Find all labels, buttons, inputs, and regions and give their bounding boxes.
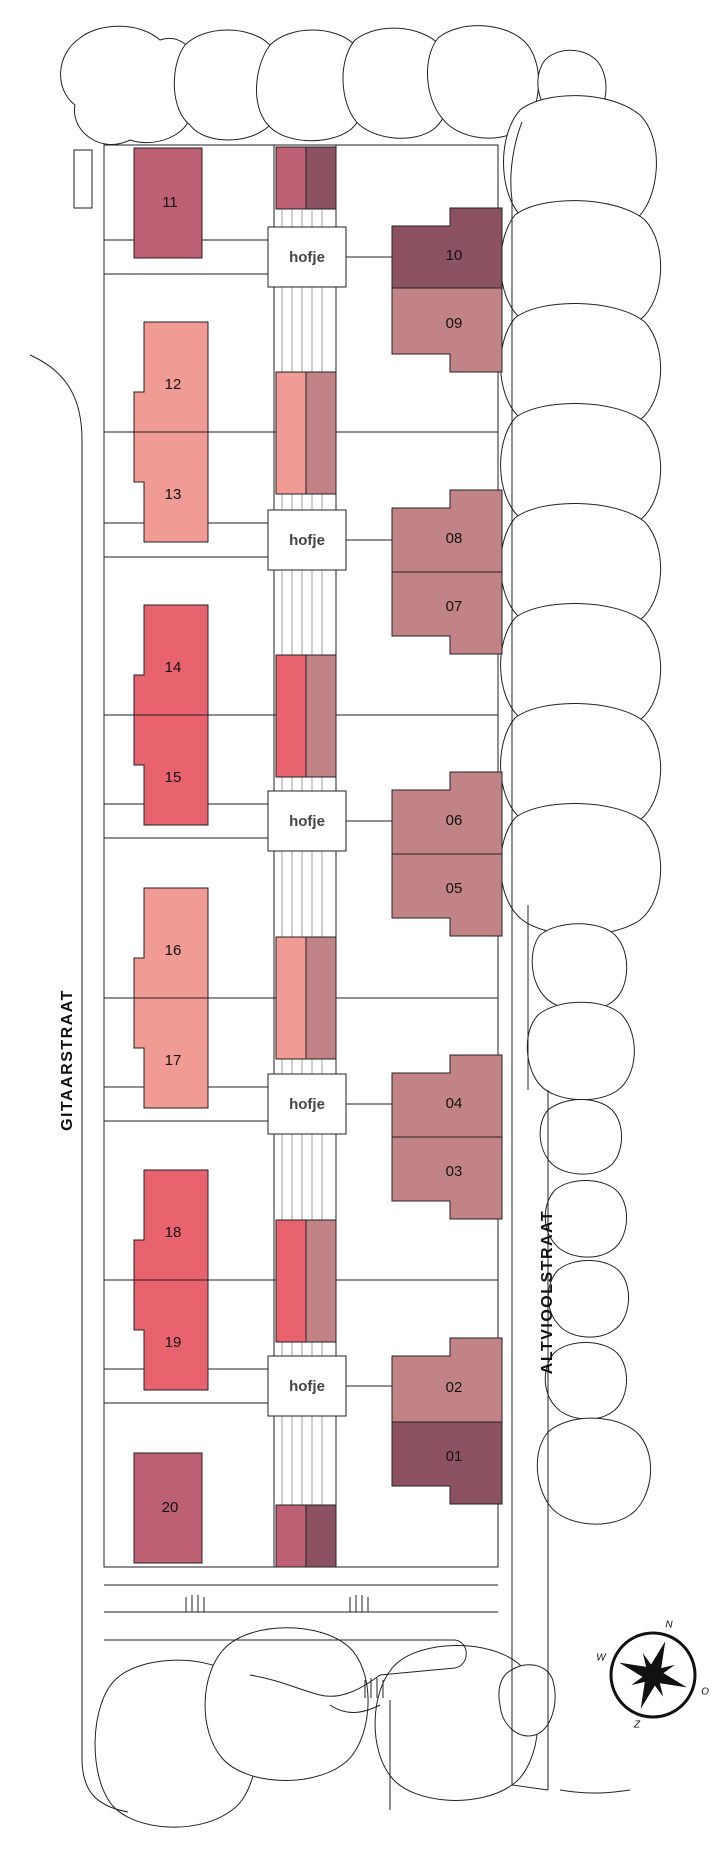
lot-07: [391, 571, 503, 655]
courtyard-label: hofje: [289, 1378, 325, 1395]
tree: [531, 923, 628, 1011]
strip-unit: [305, 1504, 337, 1568]
lot-label: 03: [446, 1163, 463, 1180]
lot-label: 06: [446, 812, 463, 829]
lot-label: 12: [165, 376, 182, 393]
strip-unit: [305, 1219, 337, 1343]
tree: [544, 1341, 628, 1420]
lots: 11 12 13 14 15 16 17 18 19 20 10 09 08 07 06 05 04 03 02 01: [104, 146, 503, 1568]
tree: [342, 27, 454, 139]
south-path: [104, 1584, 498, 1613]
lot-11: [133, 147, 203, 259]
courtyard-box: [267, 1355, 347, 1417]
compass-west: W: [596, 1653, 607, 1664]
lot-label: 10: [446, 247, 463, 264]
strip-unit: [275, 1504, 307, 1568]
compass-needle: [640, 1675, 657, 1709]
strip-unit: [275, 936, 307, 1060]
lot-09: [391, 287, 503, 373]
strip-unit: [305, 654, 337, 778]
lot-label: 07: [446, 598, 463, 615]
tree: [60, 25, 199, 146]
courtyard-label: hofje: [289, 532, 325, 549]
lot-label: 16: [165, 942, 182, 959]
lot-label: 11: [162, 194, 178, 211]
courtyards: hofje hofje hofje hofje hofje: [104, 226, 395, 1417]
lot-label: 15: [165, 769, 182, 786]
lot-label: 09: [446, 315, 463, 332]
central-strip-hatch: [281, 210, 323, 1510]
tree: [204, 1627, 369, 1781]
courtyard-box: [267, 790, 347, 852]
compass-needle: [642, 1653, 655, 1675]
tree: [536, 1417, 652, 1525]
courtyard-box: [267, 226, 347, 288]
compass-needle: [653, 1671, 687, 1688]
lot-label: 14: [165, 659, 182, 676]
tree: [539, 1099, 623, 1175]
compass-needle: [651, 1675, 664, 1697]
tree: [544, 1179, 628, 1258]
compass-east: O: [701, 1687, 709, 1698]
compass-needle: [631, 1673, 653, 1686]
lot-label: 17: [165, 1052, 182, 1069]
courtyard-box: [267, 1073, 347, 1135]
tree-canopy-group: [60, 25, 662, 1828]
strip-unit: [305, 936, 337, 1060]
street-label-gitaarstraat: GITAARSTRAAT: [59, 989, 76, 1131]
compass-needle: [619, 1662, 653, 1679]
tree: [498, 1664, 556, 1737]
lot-label: 05: [446, 880, 463, 897]
tree: [500, 802, 662, 936]
altvioolstraat-road-edge: [527, 905, 631, 1794]
lot-label: 18: [165, 1224, 182, 1241]
lot-label: 02: [446, 1379, 463, 1396]
compass-needle: [653, 1664, 675, 1677]
altvioolstraat-road: [510, 121, 549, 1791]
lot-label: 04: [446, 1095, 463, 1112]
courtyard-label: hofje: [289, 813, 325, 830]
gitaarstraat-road: [29, 354, 129, 1813]
courtyard-label: hofje: [289, 1096, 325, 1113]
courtyard-label: hofje: [289, 249, 325, 266]
south-drive: [104, 1639, 467, 1810]
compass-needle: [649, 1641, 666, 1675]
tree: [256, 29, 369, 142]
street-label-altvioolstraat: ALTVIOOLSTRAAT: [539, 1210, 556, 1374]
central-strip-outline: [273, 144, 337, 1568]
corner-block: [73, 149, 93, 209]
lot-label: 20: [162, 1499, 179, 1516]
strip-unit: [275, 371, 307, 495]
strip-unit: [305, 371, 337, 495]
tree: [526, 1001, 635, 1101]
compass-north: N: [665, 1620, 673, 1631]
bike-rack: [185, 1595, 384, 1698]
lot-03: [391, 1136, 503, 1220]
tree: [547, 1259, 630, 1338]
lot-05: [391, 853, 503, 937]
compass-south: Z: [633, 1720, 641, 1731]
compass-ring: [609, 1631, 697, 1719]
lot-label: 01: [446, 1448, 463, 1465]
strip-unit: [275, 146, 307, 210]
central-strip: [273, 144, 337, 1568]
strip-unit: [275, 654, 307, 778]
lot-label: 08: [446, 530, 463, 547]
courtyard-box: [267, 509, 347, 571]
lot-01: [391, 1421, 503, 1505]
compass-rose: N O Z W: [596, 1620, 709, 1731]
lot-20: [133, 1452, 203, 1564]
strip-unit: [275, 1219, 307, 1343]
strip-unit: [305, 146, 337, 210]
lot-label: 13: [165, 486, 182, 503]
lot-label: 19: [165, 1334, 182, 1351]
